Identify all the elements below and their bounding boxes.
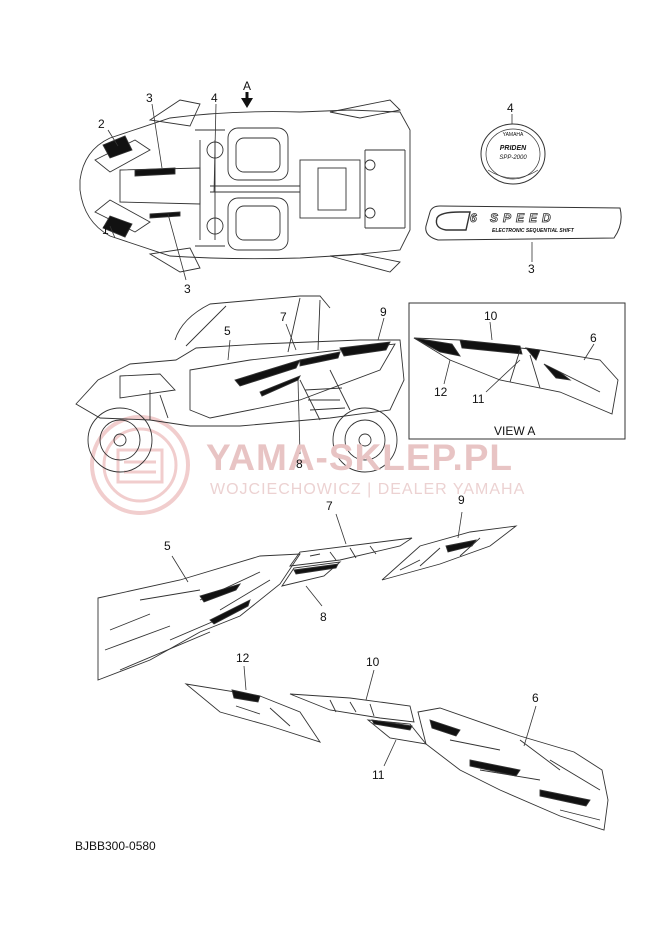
speed-decal-big: 6 SPEED xyxy=(470,211,556,226)
badge-line1: PRIDEN xyxy=(499,145,527,152)
view-arrow-icon xyxy=(241,92,253,108)
callout-decal-10: 10 xyxy=(366,655,380,669)
callout-top-2: 2 xyxy=(98,117,105,131)
drawing-code: BJBB300-0580 xyxy=(75,839,156,853)
view-a-leader-lines xyxy=(443,321,595,393)
decal-12 xyxy=(184,683,322,743)
watermark-seal-icon xyxy=(90,415,190,515)
lower-leader-lines xyxy=(243,665,537,767)
callout-speed-3: 3 xyxy=(528,262,535,276)
callout-decal-7: 7 xyxy=(326,499,333,513)
callout-top-3b: 3 xyxy=(184,282,191,296)
decal-6 xyxy=(417,707,609,831)
callout-side-8: 8 xyxy=(296,457,303,471)
callout-va-11: 11 xyxy=(472,392,485,406)
callout-top-1: 1 xyxy=(102,223,109,237)
decal-8 xyxy=(280,561,342,587)
callout-decal-8: 8 xyxy=(320,610,327,624)
view-a-label: VIEW A xyxy=(494,424,536,438)
vehicle-side-view xyxy=(75,295,405,473)
callout-decal-6: 6 xyxy=(532,691,539,705)
callout-badge-4: 4 xyxy=(507,101,514,115)
view-a-decals xyxy=(413,337,619,415)
speed-decal-small: ELECTRONIC SEQUENTIAL SHIFT xyxy=(492,228,574,234)
watermark-subtitle: WOJCIECHOWICZ | DEALER YAMAHA xyxy=(210,481,526,498)
decal-7 xyxy=(289,537,413,567)
callout-va-12: 12 xyxy=(434,385,448,399)
badge-brand: YAMAHA xyxy=(502,132,524,138)
arrow-label: A xyxy=(243,79,252,93)
top-leader-lines xyxy=(107,103,217,281)
decal-10 xyxy=(289,693,415,723)
callout-va-10: 10 xyxy=(484,309,498,323)
decal-9 xyxy=(381,525,518,581)
view-a-frame xyxy=(408,302,626,440)
callout-top-3a: 3 xyxy=(146,91,153,105)
callout-decal-5: 5 xyxy=(164,539,171,553)
speed-decal xyxy=(425,205,622,241)
callout-decal-12: 12 xyxy=(236,651,250,665)
callout-decal-11: 11 xyxy=(372,768,385,782)
decal-5 xyxy=(97,553,301,681)
callout-top-4: 4 xyxy=(211,91,218,105)
vehicle-top-view xyxy=(79,99,411,273)
watermark-title: YAMA-SKLEP.PL xyxy=(206,437,514,478)
callout-va-6: 6 xyxy=(590,331,597,345)
side-leader-lines xyxy=(227,317,385,455)
badge-decal xyxy=(480,123,546,185)
callout-decal-9: 9 xyxy=(458,493,465,507)
badge-line2: SPP-2000 xyxy=(499,155,527,161)
decal-leader-lines xyxy=(171,511,463,607)
callout-side-7: 7 xyxy=(280,310,287,324)
callout-side-9: 9 xyxy=(380,305,387,319)
decal-11 xyxy=(366,719,428,745)
callout-side-5: 5 xyxy=(224,324,231,338)
